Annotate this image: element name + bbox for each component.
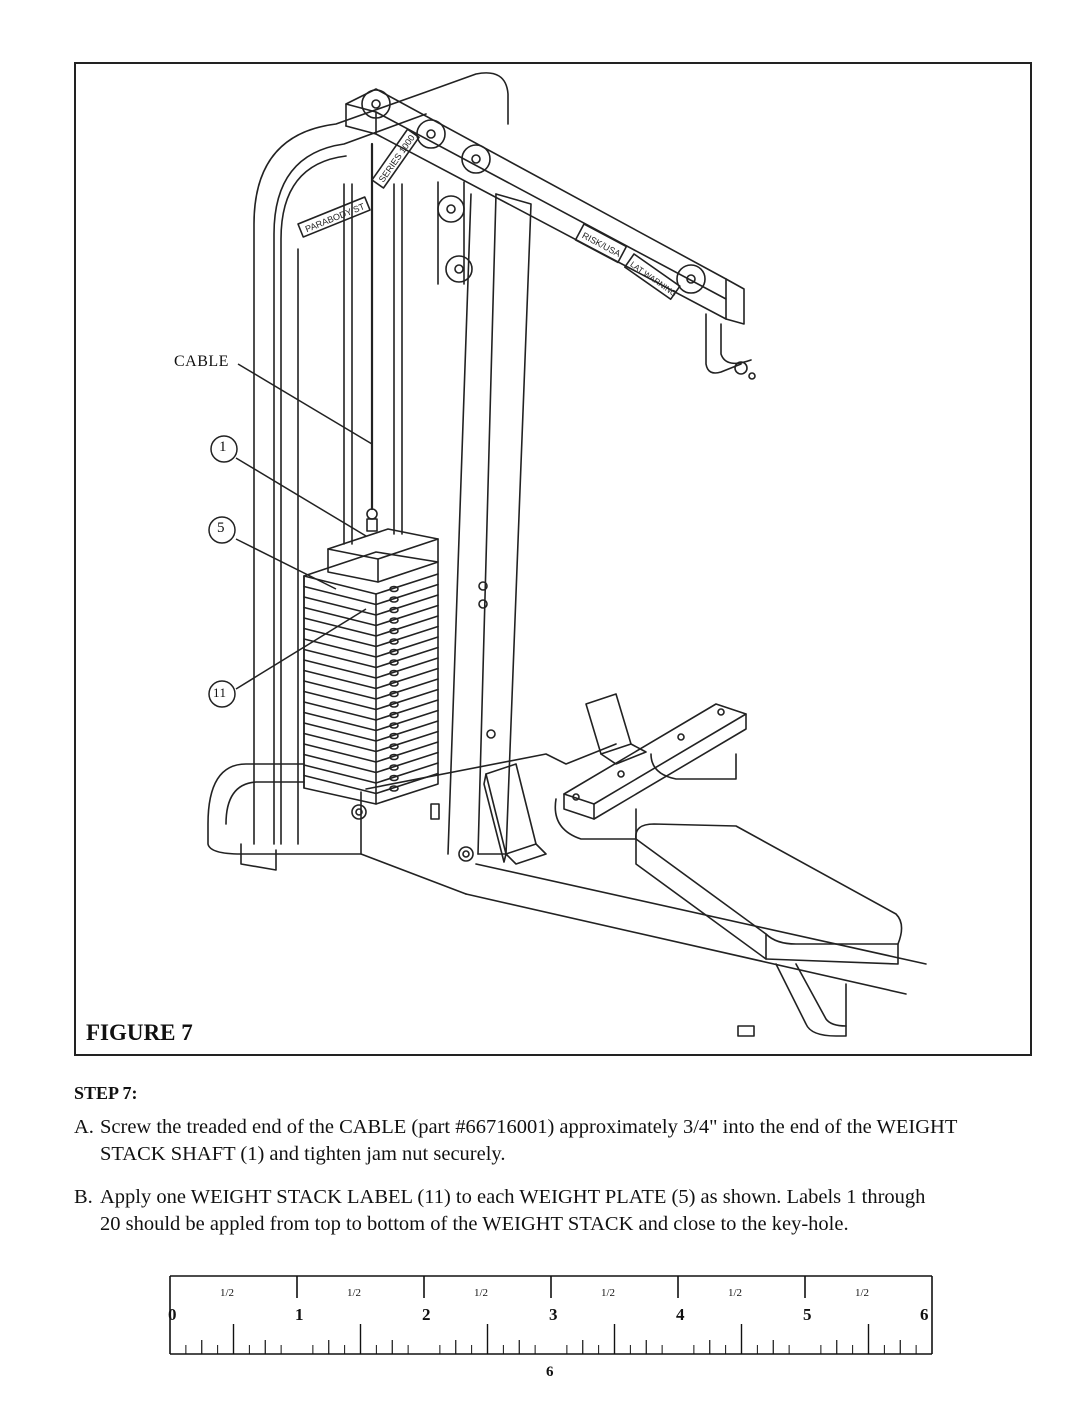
ruler-number: 1 xyxy=(295,1305,304,1324)
key-hole xyxy=(389,585,399,593)
key-hole xyxy=(389,753,399,761)
step-item-line2: STACK SHAFT (1) and tighten jam nut secu… xyxy=(100,1143,506,1165)
key-hole xyxy=(389,774,399,782)
weight-plate-edge xyxy=(303,625,439,648)
weight-plate-edge xyxy=(303,636,439,658)
front-post xyxy=(447,193,497,855)
foot-pad-left xyxy=(483,763,547,865)
key-hole xyxy=(389,722,399,729)
weight-plate-edge xyxy=(303,657,439,679)
figure-caption: FIGURE 7 xyxy=(86,1020,193,1045)
foot-pad-right xyxy=(585,693,647,765)
key-hole xyxy=(389,732,399,740)
step-item-line1: Screw the treaded end of the CABLE (part… xyxy=(100,1116,958,1138)
part-1-label: 1 xyxy=(219,439,227,455)
weight-plate-edge xyxy=(303,751,439,774)
pulley-bracket xyxy=(437,181,465,285)
weight-plates xyxy=(303,573,439,795)
weight-plate-edge xyxy=(303,667,439,690)
weight-plate-edge xyxy=(303,678,439,700)
key-hole xyxy=(389,711,399,719)
figure-frame: PARABODY ST SERIES 1000 RISK/USA LAT WAR… xyxy=(74,62,1032,1056)
step-item-b: B. Apply one WEIGHT STACK LABEL (11) to e… xyxy=(74,1184,1044,1238)
weight-plate-edge xyxy=(303,720,439,742)
ruler-number: 3 xyxy=(549,1305,558,1324)
key-hole xyxy=(389,680,399,687)
key-hole xyxy=(389,690,399,698)
ruler-half-label: 1/2 xyxy=(855,1287,869,1299)
key-hole xyxy=(389,606,399,614)
weight-plate-edge xyxy=(303,762,439,784)
weight-plate-edge xyxy=(303,594,439,616)
key-hole xyxy=(389,659,399,666)
weight-plate-edge xyxy=(303,709,439,732)
part-11-label: 11 xyxy=(213,685,227,700)
ruler-half-label: 1/2 xyxy=(601,1287,615,1299)
key-hole xyxy=(389,743,399,750)
key-hole xyxy=(389,785,399,792)
step-item-a: A. Screw the treaded end of the CABLE (pa… xyxy=(74,1114,1044,1168)
ruler-number: 5 xyxy=(803,1305,812,1324)
ruler-half-label: 1/2 xyxy=(728,1287,742,1299)
weight-plate-edge xyxy=(303,583,439,606)
weight-plate-edge xyxy=(303,646,439,669)
key-hole xyxy=(389,764,399,771)
weight-plate-edge xyxy=(303,772,439,795)
ruler-number: 4 xyxy=(676,1305,685,1324)
ruler-half-label: 1/2 xyxy=(220,1287,234,1299)
seat-pad xyxy=(635,823,903,1037)
callout-circle-11 xyxy=(208,680,236,708)
step-item-letter: A. xyxy=(74,1116,94,1138)
weight-plate-edge xyxy=(303,730,439,753)
step-item-letter: B. xyxy=(74,1186,93,1208)
key-hole xyxy=(389,627,399,635)
key-hole xyxy=(389,617,399,624)
step-item-line2: 20 should be appled from top to bottom o… xyxy=(100,1213,849,1235)
weight-plate-edge xyxy=(303,604,439,627)
key-hole xyxy=(389,701,399,708)
key-hole xyxy=(389,669,399,677)
ruler-bottom-label: 6 xyxy=(546,1364,554,1380)
callout-circle-1 xyxy=(210,435,238,463)
part-5-label: 5 xyxy=(217,520,225,536)
thigh-pad xyxy=(554,703,747,840)
machine-illustration: PARABODY ST SERIES 1000 RISK/USA LAT WAR… xyxy=(207,72,927,1037)
ruler-number: 2 xyxy=(422,1305,431,1324)
ruler-half-label: 1/2 xyxy=(474,1287,488,1299)
ruler: 0 1/2 1 1/2 2 1/2 3 1/2 4 1/2 5 1/2 6 6 xyxy=(168,1275,933,1380)
callout-leaders xyxy=(208,363,373,708)
cable-callout-label: CABLE xyxy=(174,353,229,370)
weight-plate-edge xyxy=(303,573,439,595)
rear-frame-upright xyxy=(253,72,509,845)
callout-circle-5 xyxy=(208,516,236,544)
step-heading: STEP 7: xyxy=(74,1083,138,1103)
weight-plate-edge xyxy=(303,688,439,711)
top-pulley xyxy=(361,89,391,119)
ruler-number: 6 xyxy=(920,1305,929,1324)
step-item-line1: Apply one WEIGHT STACK LABEL (11) to eac… xyxy=(100,1186,926,1208)
key-hole xyxy=(389,638,399,645)
weight-plate-edge xyxy=(303,741,439,763)
weight-plate-edge xyxy=(303,615,439,637)
key-hole xyxy=(389,648,399,656)
key-hole xyxy=(389,596,399,603)
weight-plate-edge xyxy=(303,699,439,721)
ruler-half-label: 1/2 xyxy=(347,1287,361,1299)
ruler-number: 0 xyxy=(168,1305,177,1324)
